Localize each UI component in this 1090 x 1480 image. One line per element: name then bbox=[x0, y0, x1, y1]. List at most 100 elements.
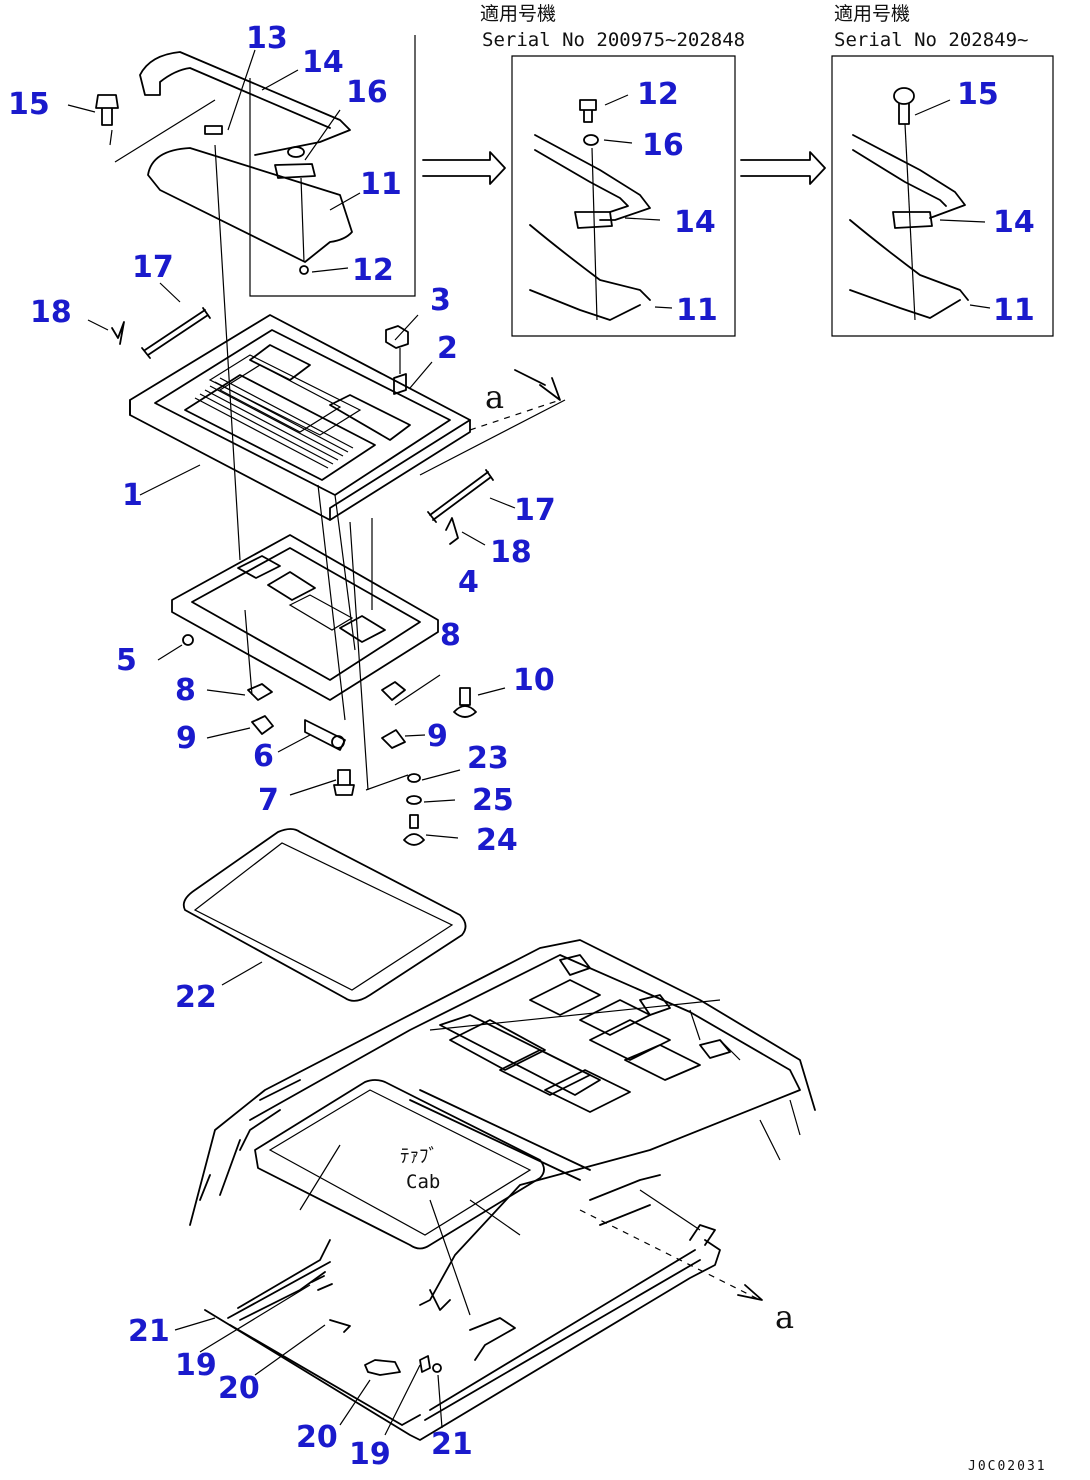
callout-2: 2 bbox=[437, 331, 458, 366]
view-a-arrow-top bbox=[514, 369, 561, 401]
nut-21 bbox=[432, 1363, 442, 1373]
frame-leaders bbox=[394, 314, 433, 389]
callout-5: 5 bbox=[116, 643, 137, 678]
link-6-eye bbox=[331, 735, 345, 749]
shade-panel bbox=[147, 147, 353, 263]
tray-leaders bbox=[174, 1284, 443, 1436]
arrow-to-variant-b bbox=[740, 151, 826, 185]
cab-label-leaders bbox=[299, 1144, 521, 1316]
variant-b-title: 適用号機 bbox=[834, 3, 910, 25]
callout-1: 1 bbox=[122, 478, 143, 513]
variant-b-bolt bbox=[898, 103, 910, 125]
knob-10 bbox=[453, 687, 477, 718]
handle-rail bbox=[139, 51, 351, 156]
callout-18-right: 18 bbox=[490, 535, 532, 570]
callout-6: 6 bbox=[253, 739, 274, 774]
callout-12: 12 bbox=[352, 253, 394, 288]
callout-17-left: 17 bbox=[132, 250, 174, 285]
tray-outline bbox=[204, 1239, 721, 1441]
view-marker-top: a bbox=[485, 378, 504, 416]
nut-23 bbox=[407, 773, 421, 783]
variant-a-shade bbox=[529, 224, 651, 321]
cab-outline bbox=[189, 939, 816, 1226]
stud-2 bbox=[393, 373, 407, 395]
callout-14: 14 bbox=[302, 45, 344, 80]
roof-window-assembly bbox=[87, 282, 566, 546]
tray-side-bar bbox=[424, 1249, 701, 1421]
rod-leaders bbox=[87, 282, 516, 546]
variant-b-leaders bbox=[914, 99, 991, 309]
variant-b-serial: Serial No 202849~ bbox=[834, 29, 1028, 51]
variant-b-callout-14: 14 bbox=[993, 205, 1035, 240]
variant-a-bolt bbox=[579, 99, 597, 123]
callout-19-left: 19 bbox=[175, 1348, 217, 1383]
variant-b-stopper bbox=[892, 211, 933, 229]
callout-8-left: 8 bbox=[175, 673, 196, 708]
variant-a-callout-11: 11 bbox=[676, 293, 718, 328]
callout-11: 11 bbox=[360, 167, 402, 202]
tray-hinge bbox=[599, 1204, 716, 1246]
seal-inner bbox=[193, 842, 454, 991]
variant-b-frame bbox=[831, 55, 1054, 337]
view-a-dashed-line bbox=[469, 399, 561, 431]
rod-17-left bbox=[141, 307, 211, 359]
variant-a-stopper bbox=[574, 211, 613, 229]
screw-5-leader bbox=[157, 644, 183, 661]
callout-21-right: 21 bbox=[431, 1427, 473, 1462]
rod-17-right bbox=[427, 469, 494, 523]
variant-a-serial: Serial No 200975~202848 bbox=[482, 29, 745, 51]
small-clips bbox=[311, 1275, 351, 1333]
washer-25 bbox=[406, 795, 422, 805]
callout-8-right: 8 bbox=[440, 618, 461, 653]
bracket-9-right bbox=[381, 729, 406, 749]
callout-22: 22 bbox=[175, 980, 217, 1015]
variant-b-rail bbox=[852, 134, 966, 219]
seal-22 bbox=[182, 828, 467, 1002]
callout-4: 4 bbox=[458, 565, 479, 600]
variant-b-shade bbox=[849, 219, 969, 319]
variant-a-washer bbox=[583, 134, 599, 146]
cab-opening-glass bbox=[268, 1089, 532, 1236]
callout-19-right: 19 bbox=[349, 1437, 391, 1472]
screw-12 bbox=[299, 265, 309, 275]
roof-panels bbox=[409, 954, 741, 1181]
block-8-left bbox=[247, 683, 273, 701]
drawing-code: J0C02031 bbox=[968, 1459, 1047, 1474]
variant-a-axis bbox=[591, 147, 598, 321]
cab-roof: ﾃｧﾌﾞ Cab bbox=[189, 939, 816, 1316]
variant-a-panel: 適用号機 Serial No 200975~202848 12 16 14 11 bbox=[480, 3, 745, 337]
inner-frame-assembly bbox=[157, 144, 439, 791]
small-part-leaders bbox=[206, 674, 506, 839]
bracket-9-left bbox=[251, 715, 274, 735]
frame-edge bbox=[129, 399, 471, 521]
variant-a-leaders bbox=[603, 94, 673, 309]
detail-leaders bbox=[67, 49, 361, 273]
variant-a-callout-12: 12 bbox=[637, 77, 679, 112]
sunshade-detail bbox=[67, 35, 416, 297]
cab-side-lines bbox=[639, 1099, 801, 1231]
inner-frame-outer bbox=[171, 534, 439, 701]
view-marker-bottom: a bbox=[775, 1298, 794, 1336]
guide-elbow bbox=[365, 774, 409, 791]
glass-opening bbox=[184, 374, 376, 481]
callout-17-right: 17 bbox=[514, 493, 556, 528]
view-a-lower-dashed bbox=[579, 1209, 761, 1301]
cab-label-en: Cab bbox=[406, 1171, 440, 1193]
stopper-part bbox=[274, 163, 316, 179]
variant-a-callout-14: 14 bbox=[674, 205, 716, 240]
variant-b-panel: 適用号機 Serial No 202849~ 15 14 11 bbox=[831, 3, 1054, 337]
cab-top-surface bbox=[249, 954, 801, 1306]
variant-b-callout-15: 15 bbox=[957, 77, 999, 112]
washer-part bbox=[287, 146, 305, 158]
grille-ribs bbox=[194, 377, 354, 469]
knob-24 bbox=[403, 814, 425, 846]
callout-24: 24 bbox=[476, 823, 518, 858]
seal-outer bbox=[182, 828, 467, 1002]
bolt-7 bbox=[333, 769, 355, 796]
callout-18-left: 18 bbox=[30, 295, 72, 330]
variant-a-title: 適用号機 bbox=[480, 3, 556, 25]
variant-a-callout-16: 16 bbox=[642, 128, 684, 163]
pin-20 bbox=[364, 1359, 401, 1376]
view-a-ref-line bbox=[419, 399, 566, 476]
